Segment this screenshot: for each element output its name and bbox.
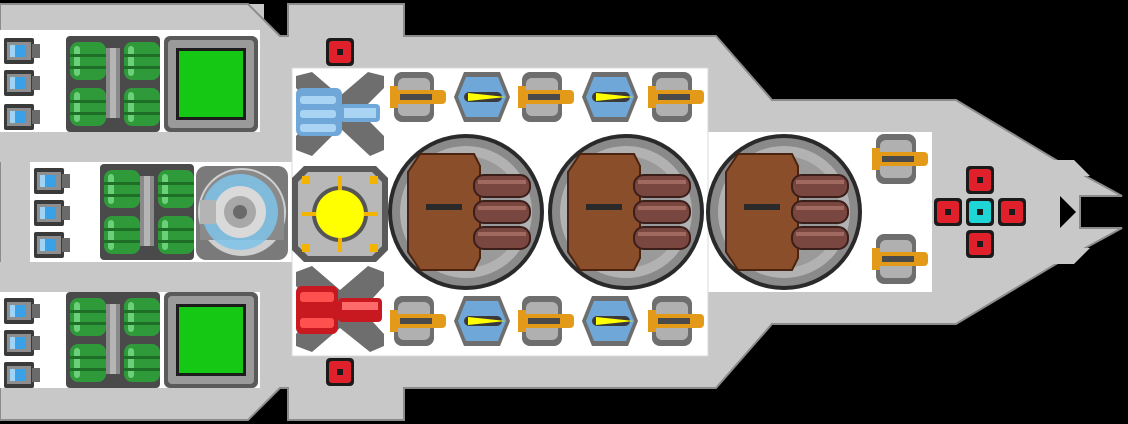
thruster-icon[interactable] — [4, 70, 40, 96]
thruster-icon[interactable] — [4, 298, 40, 324]
thruster-icon[interactable] — [4, 38, 40, 64]
thruster-icon[interactable] — [34, 200, 70, 226]
reactor-core-icon[interactable] — [292, 166, 388, 262]
monitor-icon[interactable] — [164, 36, 258, 132]
triple-cannon-turret-icon[interactable] — [388, 134, 544, 290]
railgun-icon[interactable] — [454, 296, 510, 346]
railgun-icon[interactable] — [582, 72, 638, 122]
cannon-icon[interactable] — [390, 296, 446, 346]
cannon-icon[interactable] — [518, 296, 574, 346]
thruster-icon[interactable] — [4, 330, 40, 356]
shield-dome-icon[interactable] — [196, 166, 288, 260]
thruster-icon[interactable] — [4, 104, 40, 130]
cannon-icon[interactable] — [872, 134, 928, 184]
railgun-icon[interactable] — [582, 296, 638, 346]
missile-launcher-icon[interactable] — [296, 266, 384, 352]
thruster-icon[interactable] — [34, 168, 70, 194]
monitor-icon[interactable] — [164, 292, 258, 388]
cannon-icon[interactable] — [648, 296, 704, 346]
cannon-icon[interactable] — [648, 72, 704, 122]
nav-light-icon[interactable] — [326, 38, 354, 66]
cannon-icon[interactable] — [518, 72, 574, 122]
thruster-icon[interactable] — [4, 362, 40, 388]
cannon-icon[interactable] — [872, 234, 928, 284]
nav-light-icon[interactable] — [934, 198, 962, 226]
railgun-icon[interactable] — [454, 72, 510, 122]
parts-layer — [4, 36, 1026, 388]
triple-cannon-turret-icon[interactable] — [706, 134, 862, 290]
tractor-beam-icon[interactable] — [296, 72, 384, 156]
hull-gaps — [0, 132, 30, 292]
triple-cannon-turret-icon[interactable] — [548, 134, 704, 290]
fuel-tank-icon[interactable] — [66, 36, 160, 132]
nav-light-icon[interactable] — [966, 198, 994, 226]
fuel-tank-icon[interactable] — [66, 292, 160, 388]
nav-light-icon[interactable] — [998, 198, 1026, 226]
thruster-icon[interactable] — [34, 232, 70, 258]
nav-light-icon[interactable] — [966, 166, 994, 194]
nav-light-icon[interactable] — [326, 358, 354, 386]
nav-light-icon[interactable] — [966, 230, 994, 258]
cannon-icon[interactable] — [390, 72, 446, 122]
fuel-tank-icon[interactable] — [100, 164, 194, 260]
